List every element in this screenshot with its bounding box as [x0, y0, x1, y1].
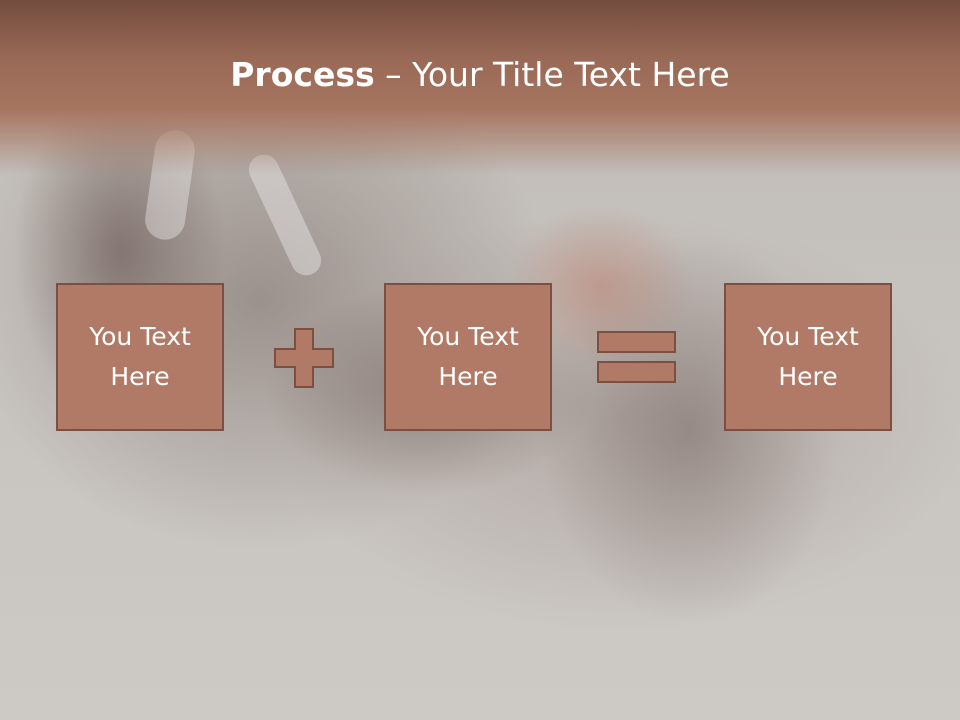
process-box-text: You Text Here — [757, 322, 859, 391]
equals-icon — [597, 331, 676, 383]
process-box-text: You Text Here — [89, 322, 191, 391]
process-box-1[interactable]: You Text Here — [56, 283, 224, 431]
title-dash: – — [374, 55, 413, 94]
process-box-2[interactable]: You Text Here — [384, 283, 552, 431]
slide-title[interactable]: Process – Your Title Text Here — [0, 50, 960, 100]
process-box-text: You Text Here — [417, 322, 519, 391]
title-band — [0, 0, 960, 175]
title-text: Your Title Text Here — [412, 55, 730, 94]
process-box-3[interactable]: You Text Here — [724, 283, 892, 431]
title-bold: Process — [230, 55, 375, 94]
plus-icon — [274, 328, 334, 388]
